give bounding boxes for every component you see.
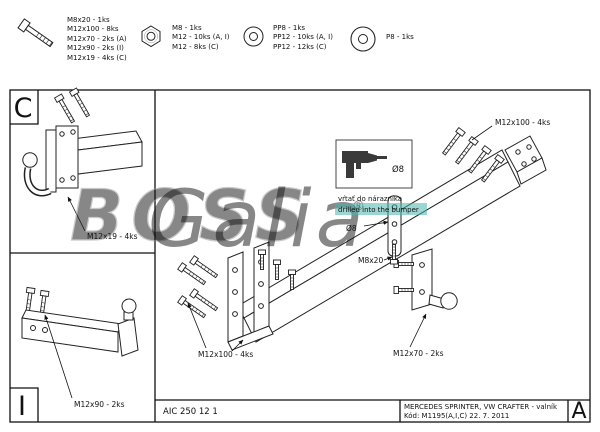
part-line: M12x90 - 2ks (I) xyxy=(67,44,124,53)
section-i-letter: I xyxy=(18,391,26,422)
part-line: M8x20 - 1ks xyxy=(67,16,110,24)
detail-i-drawing xyxy=(21,286,139,357)
parts-group-washers: PP8 - 1ks PP12 - 10ks (A, I) PP12 - 12ks… xyxy=(241,24,333,52)
nut-icon xyxy=(141,25,161,48)
watermark: BOSS Galia ® xyxy=(69,174,367,265)
leader-line xyxy=(231,339,244,352)
label-c-bolts: M12x19 - 4ks xyxy=(87,232,138,241)
title-block: AIC 250 12 1 MERCEDES SPRINTER, VW CRAFT… xyxy=(163,403,558,420)
label-dia8-arrow: Ø8 xyxy=(346,224,357,233)
label-dia8-box: Ø8 xyxy=(392,164,404,175)
label-m12x70: M12x70 - 2ks xyxy=(393,349,444,358)
leader-line xyxy=(187,302,207,349)
label-i-bolts: M12x90 - 2ks xyxy=(74,400,125,409)
watermark-script-text: Galia xyxy=(148,175,367,265)
sheet-frame xyxy=(9,89,591,423)
leader-line xyxy=(67,196,86,232)
drill-icon xyxy=(342,151,387,178)
part-line: M8 - 1ks xyxy=(172,24,202,32)
parts-group-nuts: M8 - 1ks M12 - 10ks (A, I) M12 - 8ks (C) xyxy=(138,24,230,52)
code-date-line: Kód: M1195(A,I,C) 22. 7. 2011 xyxy=(404,412,509,420)
vehicle-title: MERCEDES SPRINTER, VW CRAFTER - valník xyxy=(404,403,558,411)
part-line: PP12 - 10ks (A, I) xyxy=(273,33,333,42)
label-m8x20: M8x20 xyxy=(358,256,383,265)
drawing-number: AIC 250 12 1 xyxy=(163,407,218,417)
drill-instruction-box: Ø8 xyxy=(335,139,413,189)
note-highlight xyxy=(335,203,427,215)
note-en: drilled into the bumper xyxy=(338,206,419,214)
leader-line xyxy=(383,256,393,261)
revision-a-letter: A xyxy=(571,399,586,424)
section-c-letter: C xyxy=(14,93,33,124)
part-line: M12x70 - 2ks (A) xyxy=(67,34,127,43)
label-m12x100-bottom: M12x100 - 4ks xyxy=(198,350,253,359)
washer-icon xyxy=(243,26,264,47)
note-sk: vŕtať do nárazníka xyxy=(338,194,402,203)
part-line: M12x19 - 4ks (C) xyxy=(67,53,127,62)
detail-c-drawing xyxy=(22,87,143,197)
part-line: PP12 - 12ks (C) xyxy=(273,42,327,51)
label-m12x100-top: M12x100 - 4ks xyxy=(495,118,550,127)
part-line: M12 - 8ks (C) xyxy=(172,42,219,51)
large-washer-icon xyxy=(350,26,376,52)
main-annotations: vŕtať do nárazníka drilled into the bump… xyxy=(187,118,550,359)
part-line: M12 - 10ks (A, I) xyxy=(172,33,230,42)
parts-group-bolts: M8x20 - 1ks M12x100 - 8ks M12x70 - 2ks (… xyxy=(14,16,127,63)
leader-line xyxy=(471,125,493,141)
bolt-icon xyxy=(17,18,54,48)
part-line: M12x100 - 8ks xyxy=(67,25,119,34)
part-line: PP8 - 1ks xyxy=(273,24,306,32)
leader-line xyxy=(409,313,427,348)
leader-line xyxy=(44,314,73,399)
watermark-outline-text: BOSS xyxy=(70,175,313,257)
parts-group-plate-washer: P8 - 1ks xyxy=(348,24,414,55)
part-line: P8 - 1ks xyxy=(386,33,414,41)
leader-line xyxy=(363,220,389,227)
